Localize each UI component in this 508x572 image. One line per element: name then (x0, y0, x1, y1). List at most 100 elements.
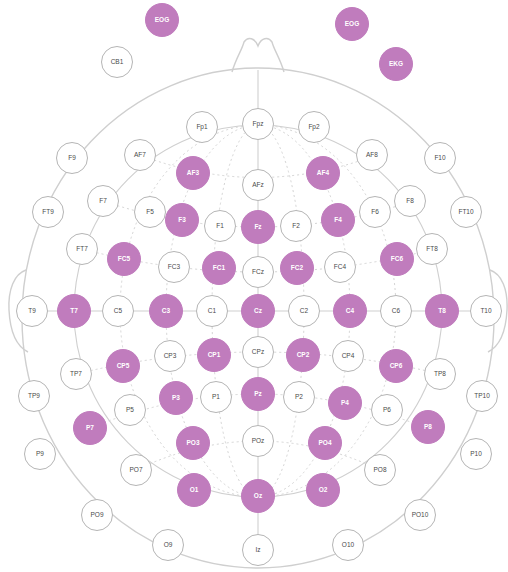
electrode-disc (380, 350, 413, 383)
electrode-disc (471, 296, 502, 327)
electrode-disc (334, 295, 367, 328)
electrode: F1 (204, 210, 236, 242)
electrode: CB1 (101, 46, 133, 78)
electrode-disc (425, 359, 456, 390)
electrode: P5 (114, 394, 146, 426)
electrode-disc (395, 186, 426, 217)
electrode-disc (289, 296, 320, 327)
electrode-label: F5 (146, 209, 154, 216)
electrode-label: FC4 (334, 264, 346, 271)
electrode: F5 (134, 196, 166, 228)
electrode-disc (242, 295, 275, 328)
electrode-disc (329, 387, 362, 420)
electrode: AF8 (356, 139, 388, 171)
electrode-label: AF8 (366, 152, 378, 159)
electrode-disc (380, 48, 413, 81)
electrode-label: Fp2 (308, 124, 319, 131)
electrode: CP4 (332, 340, 364, 372)
electrode-disc (25, 439, 56, 470)
electrode: P2 (283, 381, 315, 413)
electrode-label: P2 (295, 394, 303, 401)
electrode: EOG (145, 3, 179, 37)
electrode-disc (242, 378, 275, 411)
electrode-label: PO10 (412, 512, 429, 519)
electrode-disc (405, 500, 436, 531)
electrode-label: F10 (434, 155, 445, 162)
electrode-disc (108, 243, 141, 276)
electrode-disc (333, 341, 364, 372)
electrode-disc (243, 337, 274, 368)
electrode-disc (417, 234, 448, 265)
electrode-label: Fp1 (196, 124, 207, 131)
electrode-disc (19, 381, 50, 412)
electrode-label: T9 (28, 308, 36, 315)
electrode-label: CPz (252, 349, 264, 356)
electrode: Fpz (242, 108, 274, 140)
electrode-disc (467, 381, 498, 412)
electrode-disc (325, 252, 356, 283)
electrode-label: TP9 (28, 393, 40, 400)
electrode-label: CP5 (117, 363, 130, 370)
electrode-label: FC1 (213, 265, 225, 272)
grid-meridian (166, 125, 350, 497)
electrode: C2 (288, 295, 320, 327)
electrode: Iz (242, 534, 274, 566)
electrode: AF3 (176, 156, 210, 190)
electrode-disc (153, 530, 184, 561)
electrode-disc (372, 395, 403, 426)
electrode-disc (33, 197, 64, 228)
electrode: P6 (371, 394, 403, 426)
electrode-label: C5 (114, 308, 122, 315)
electrode-disc (74, 412, 107, 445)
electrode: CP5 (106, 349, 140, 383)
electrode: CPz (242, 336, 274, 368)
electrode-label: F3 (178, 217, 186, 224)
electrode: EOG (335, 7, 369, 41)
electrode: O2 (306, 473, 340, 507)
electrode: P1 (200, 381, 232, 413)
electrode-label: C2 (300, 308, 308, 315)
electrode-disc (336, 8, 369, 41)
electrode-disc (102, 47, 133, 78)
electrode: TP9 (18, 380, 50, 412)
electrode-label: Cz (254, 308, 262, 315)
electrode-disc (197, 296, 228, 327)
electrode-label: Fz (254, 224, 261, 231)
electrode-disc (146, 4, 179, 37)
electrode-label: O2 (319, 487, 328, 494)
electrode-disc (284, 382, 315, 413)
electrode-disc (461, 439, 492, 470)
electrode-label: EOG (155, 17, 169, 24)
electrode: AF7 (124, 139, 156, 171)
electrode-label: C4 (346, 308, 354, 315)
scalp-outline (22, 68, 494, 568)
electrode-label: T10 (480, 308, 491, 315)
electrode-disc (243, 257, 274, 288)
electrode-label: TP7 (70, 371, 82, 378)
electrode-disc (205, 211, 236, 242)
electrode-label: F9 (68, 155, 76, 162)
electrode-label: Fpz (253, 121, 264, 128)
electrode: PO3 (176, 426, 210, 460)
electrode-label: C1 (208, 308, 216, 315)
electrode-label: PO8 (373, 467, 386, 474)
electrode-label: TP8 (434, 371, 446, 378)
electrode-label: F1 (216, 223, 224, 230)
electrode-label: AF4 (317, 170, 329, 177)
electrode-label: EKG (389, 61, 403, 68)
nose (232, 39, 284, 72)
electrode-label: T7 (70, 308, 78, 315)
electrode-disc (242, 211, 275, 244)
electrode-label: TP10 (474, 393, 490, 400)
electrode-disc (281, 211, 312, 242)
electrode: P7 (73, 411, 107, 445)
electrode: C1 (196, 295, 228, 327)
electrode-disc (155, 341, 186, 372)
electrode-label: P7 (86, 425, 94, 432)
electrode-disc (243, 426, 274, 457)
electrode: C3 (149, 294, 183, 328)
electrode-label: Pz (254, 391, 262, 398)
electrode: POz (242, 425, 274, 457)
electrode-disc (159, 252, 190, 283)
electrode-disc (115, 395, 146, 426)
